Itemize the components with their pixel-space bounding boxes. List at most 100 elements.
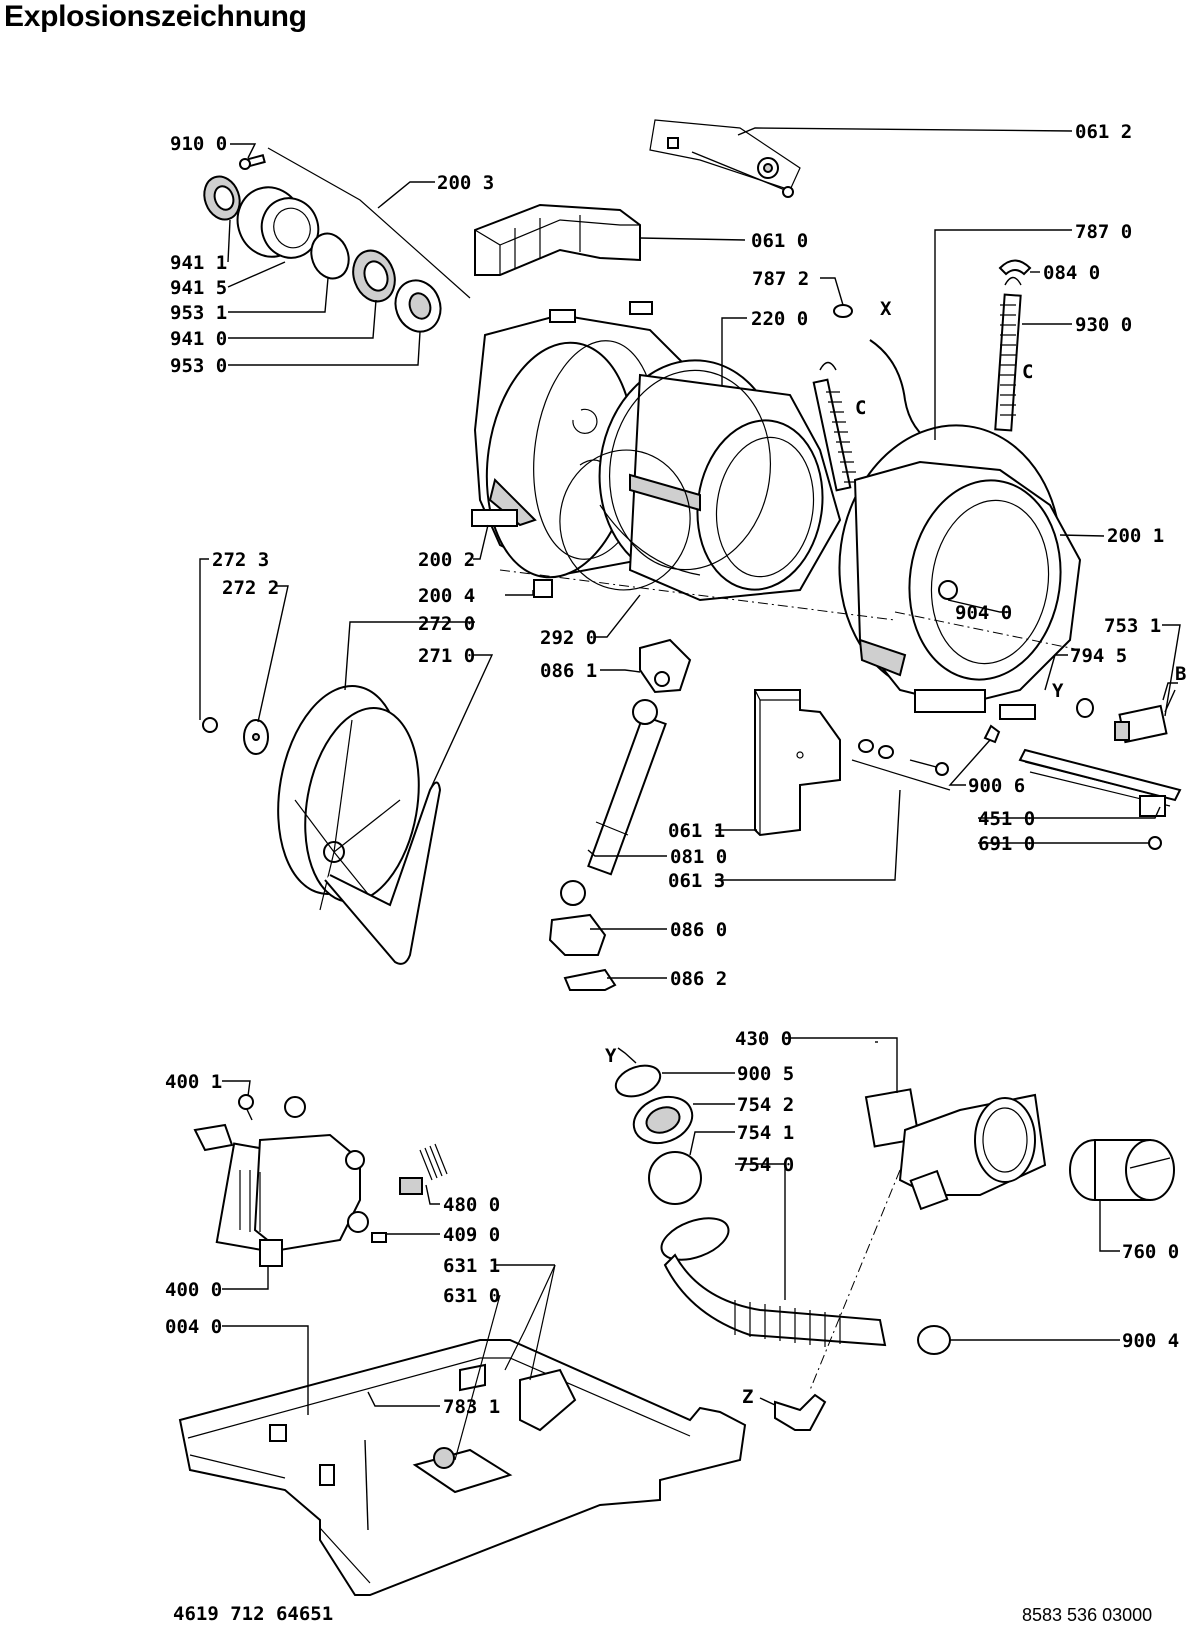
label-271-0: 271 0 — [418, 645, 475, 667]
label-451-0: 451 0 — [978, 808, 1035, 830]
label-910-0: 910 0 — [170, 133, 227, 155]
footer-left-code: 4619 712 64651 — [173, 1603, 334, 1625]
label-200-4: 200 4 — [418, 585, 475, 607]
part-061-0-counterweight — [474, 203, 641, 276]
part-409-0-connector — [371, 1232, 387, 1243]
label-631-1: 631 1 — [443, 1255, 500, 1277]
label-272-3: 272 3 — [212, 549, 269, 571]
part-760-0-filter — [1069, 1139, 1175, 1201]
part-941-0-bearing — [352, 249, 396, 303]
part-220-0-drum — [598, 359, 842, 602]
label-b: B — [1175, 663, 1186, 685]
label-400-0: 400 0 — [165, 1279, 222, 1301]
label-631-0: 631 0 — [443, 1285, 500, 1307]
part-953-0-seal — [394, 279, 442, 333]
part-004-0-base — [178, 1339, 747, 1596]
part-086-0-bracket — [548, 913, 607, 956]
part-400-0-motor — [193, 1096, 369, 1267]
label-272-0: 272 0 — [418, 613, 475, 635]
part-900-4-clamp — [917, 1325, 951, 1355]
label-760-0: 760 0 — [1122, 1241, 1179, 1263]
label-400-1: 400 1 — [165, 1071, 222, 1093]
part-794-5-ring — [1076, 698, 1094, 718]
label-691-0: 691 0 — [978, 833, 1035, 855]
label-953-1: 953 1 — [170, 302, 227, 324]
part-941-1-bearing — [203, 175, 241, 221]
label-084-0: 084 0 — [1043, 262, 1100, 284]
part-z-elbow — [774, 1393, 827, 1431]
label-941-0: 941 0 — [170, 328, 227, 350]
part-754-1-ball — [648, 1151, 702, 1205]
part-754-2-seal — [632, 1095, 694, 1145]
part-081-0-shock-absorber — [560, 699, 667, 906]
label-086-0: 086 0 — [670, 919, 727, 941]
label-904-0: 904 0 — [955, 602, 1012, 624]
part-084-0-cap — [998, 259, 1032, 276]
label-z: Z — [742, 1386, 753, 1408]
label-292-0: 292 0 — [540, 627, 597, 649]
page-title: Explosionszeichnung — [4, 0, 307, 33]
part-labels: 910 0 200 3 061 2 061 0 787 0 787 2 084 … — [165, 121, 1186, 1418]
label-754-1: 754 1 — [737, 1122, 794, 1144]
label-900-5: 900 5 — [737, 1063, 794, 1085]
part-061-2-rod — [649, 119, 801, 198]
part-061-1-counterweight — [754, 689, 841, 837]
label-941-1: 941 1 — [170, 252, 227, 274]
label-061-0: 061 0 — [751, 230, 808, 252]
label-x: X — [880, 298, 892, 320]
part-086-2-bracket — [563, 968, 617, 991]
label-004-0: 004 0 — [165, 1316, 222, 1338]
part-400-1-screw — [238, 1094, 254, 1121]
label-y-upper: Y — [1052, 680, 1064, 702]
part-691-0-sensor — [1148, 836, 1162, 850]
label-272-2: 272 2 — [222, 577, 279, 599]
label-930-0: 930 0 — [1075, 314, 1132, 336]
label-900-6: 900 6 — [968, 775, 1025, 797]
label-c-left: C — [855, 397, 866, 419]
label-061-3: 061 3 — [668, 870, 725, 892]
footer-right-code: 8583 536 03000 — [1022, 1605, 1153, 1625]
label-787-2: 787 2 — [752, 268, 809, 290]
part-200-4-clip — [533, 579, 553, 598]
part-900-5-ring — [614, 1064, 662, 1098]
part-941-5-bearing-housing — [236, 186, 320, 259]
label-086-2: 086 2 — [670, 968, 727, 990]
label-754-2: 754 2 — [737, 1094, 794, 1116]
part-787-2-hose-clamp — [833, 304, 853, 318]
part-292-0-clamp-ring — [559, 449, 691, 591]
part-200-1-front-tub — [838, 424, 1082, 720]
label-409-0: 409 0 — [443, 1224, 500, 1246]
label-753-1: 753 1 — [1104, 615, 1161, 637]
label-y-lower: Y — [605, 1045, 617, 1067]
label-783-1: 783 1 — [443, 1396, 500, 1418]
label-900-4: 900 4 — [1122, 1330, 1179, 1352]
part-953-1-oring — [310, 232, 350, 280]
label-220-0: 220 0 — [751, 308, 808, 330]
label-480-0: 480 0 — [443, 1194, 500, 1216]
label-941-5: 941 5 — [170, 277, 227, 299]
label-794-5: 794 5 — [1070, 645, 1127, 667]
label-200-2: 200 2 — [418, 549, 475, 571]
label-c-right: C — [1022, 361, 1033, 383]
part-480-0-brush — [399, 1143, 448, 1195]
label-061-2: 061 2 — [1075, 121, 1132, 143]
part-086-1-bracket — [639, 638, 692, 694]
label-787-0: 787 0 — [1075, 221, 1132, 243]
part-430-0-pump — [864, 1088, 1047, 1211]
part-061-3-bolt-washers — [851, 739, 951, 791]
label-086-1: 086 1 — [540, 660, 597, 682]
part-272-2-washer — [243, 719, 269, 755]
label-754-0: 754 0 — [737, 1154, 794, 1176]
part-900-6-clip — [983, 724, 1001, 744]
part-272-0-pulley — [277, 685, 420, 916]
label-200-1: 200 1 — [1107, 525, 1164, 547]
label-061-1: 061 1 — [668, 820, 725, 842]
label-430-0: 430 0 — [735, 1028, 792, 1050]
label-081-0: 081 0 — [670, 846, 727, 868]
part-753-1-valve — [1114, 689, 1176, 744]
leader-lines — [199, 127, 1181, 1415]
part-754-0-hose — [660, 1217, 887, 1347]
part-910-0-screw — [239, 154, 266, 170]
label-953-0: 953 0 — [170, 355, 227, 377]
